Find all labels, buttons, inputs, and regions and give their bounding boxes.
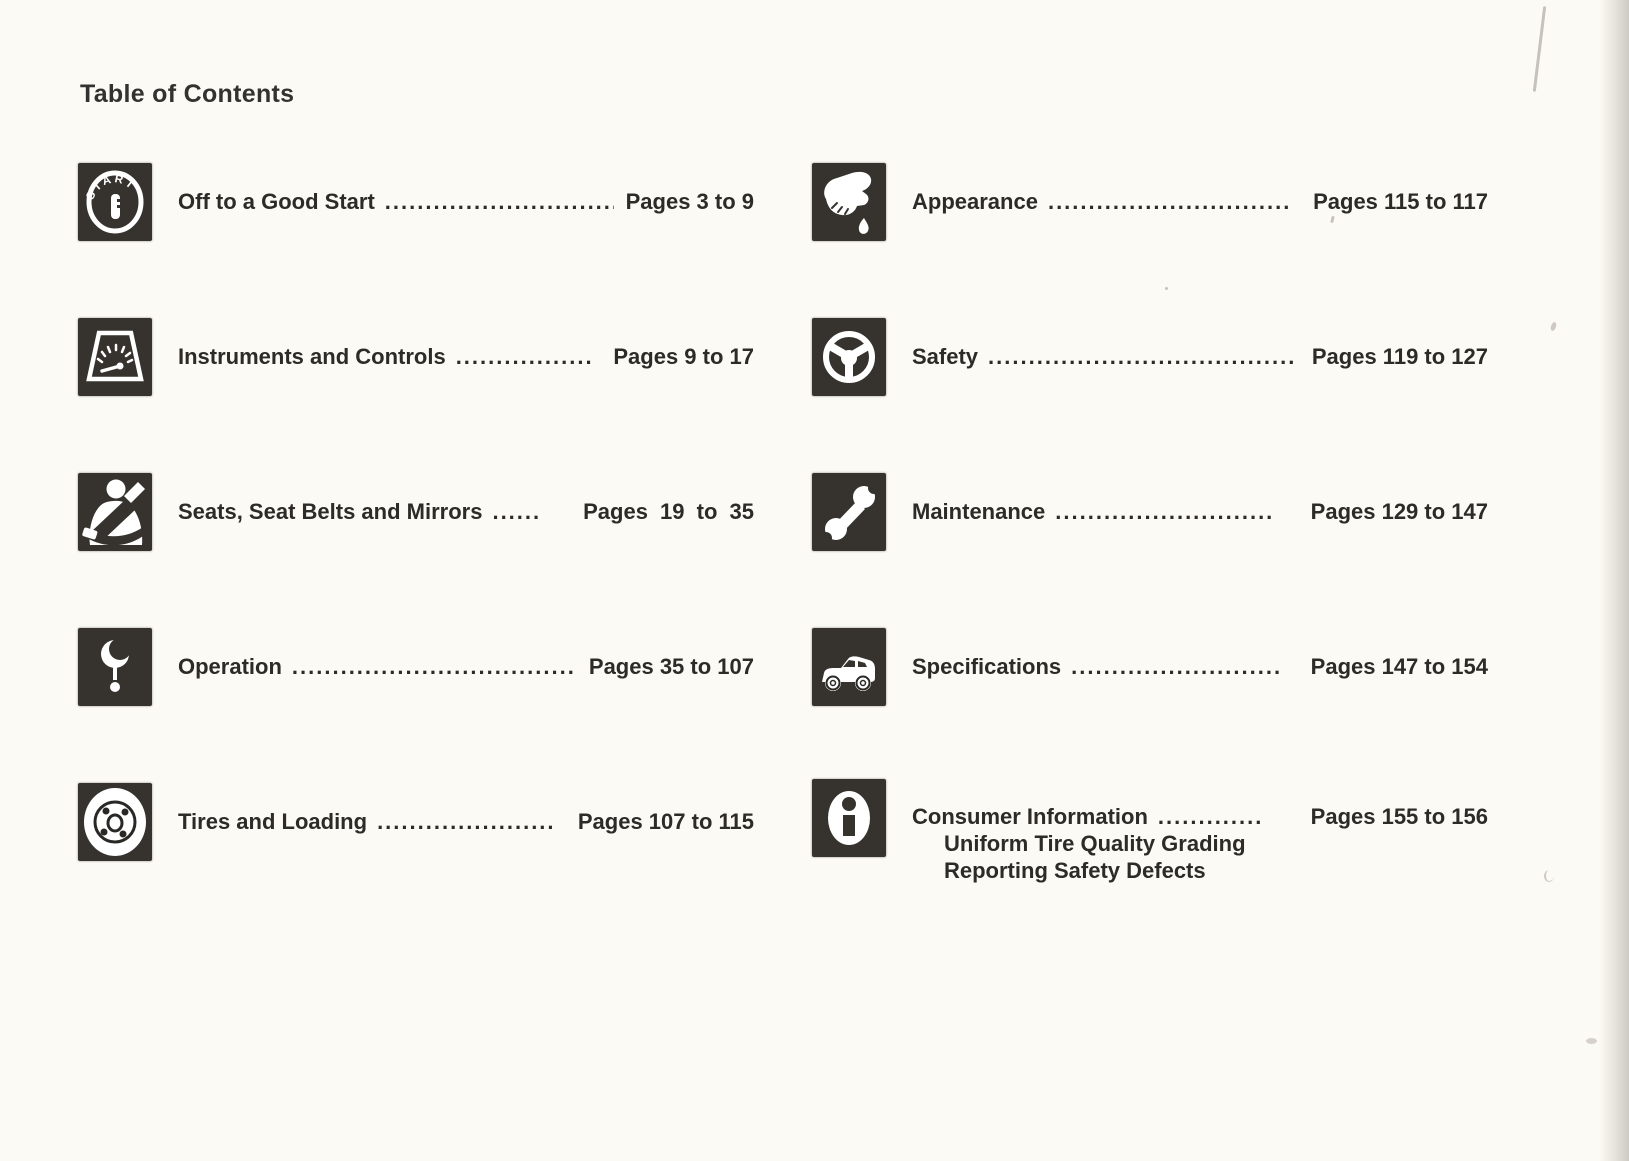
toc-entry-label: Appearance <box>912 189 1038 214</box>
toc-entry: Tires and Loading ......................… <box>178 809 754 835</box>
car-icon <box>812 628 886 706</box>
toc-row-off-to-a-good-start: START Off to a Good Start ..............… <box>78 159 754 245</box>
instrument-gauge-icon <box>78 318 152 396</box>
dot-leader: ...... <box>492 499 542 524</box>
dot-leader: ........................... <box>1055 499 1275 524</box>
toc-entry-pages: Pages 155 to 156 <box>1310 804 1488 829</box>
scan-artifact <box>1549 321 1558 332</box>
toc-entry-label: Off to a Good Start <box>178 189 375 214</box>
toc-entry-pages: Pages 35 to 107 <box>588 654 754 679</box>
dot-leader: ............. <box>1157 804 1264 829</box>
scan-edge-shadow <box>1599 0 1629 1161</box>
toc-entry-label: Tires and Loading <box>178 809 368 834</box>
toc-row-specifications: Specifications .........................… <box>812 624 1488 710</box>
toc-entry-label: Seats, Seat Belts and Mirrors <box>178 499 483 524</box>
toc-row-seats-seat-belts-and-mirrors: Seats, Seat Belts and Mirrors ...... Pag… <box>78 469 754 555</box>
toc-entry-pages: Pages 129 to 147 <box>1310 499 1488 524</box>
toc-entry-pages: Pages 19 to 35 <box>583 499 754 524</box>
scan-artifact <box>1544 870 1554 882</box>
toc-entry-subline: Uniform Tire Quality Grading <box>944 831 1246 856</box>
toc-entry-label: Specifications <box>912 654 1062 679</box>
dot-leader: .............................. <box>384 189 614 214</box>
wrench-icon <box>812 473 886 551</box>
seat-belt-icon <box>78 473 152 551</box>
steering-wheel-icon <box>812 318 886 396</box>
dot-leader: ................. <box>455 344 594 369</box>
toc-entry-pages: Pages 9 to 17 <box>613 344 754 369</box>
gear-shift-knob-icon <box>78 628 152 706</box>
toc-entry: Off to a Good Start ....................… <box>178 189 754 215</box>
toc-entry-subline: Reporting Safety Defects <box>944 858 1206 883</box>
toc-row-appearance: Appearance .............................… <box>812 159 1488 245</box>
toc-entry: Operation ..............................… <box>178 654 754 680</box>
toc-entry-pages: Pages 147 to 154 <box>1310 654 1488 679</box>
toc-entry: Specifications .........................… <box>912 654 1488 680</box>
info-icon <box>812 779 886 857</box>
toc-row-safety: Safety .................................… <box>812 314 1488 400</box>
toc-entry-pages: Pages 115 to 117 <box>1313 189 1488 214</box>
toc-entry: Instruments and Controls ...............… <box>178 344 754 370</box>
tire-wheel-icon <box>78 783 152 861</box>
scan-artifact <box>1165 287 1168 290</box>
toc-row-maintenance: Maintenance ........................... … <box>812 469 1488 555</box>
toc-entry-label: Operation <box>178 654 282 679</box>
toc-entry: Appearance .............................… <box>912 189 1488 215</box>
dot-leader: .................................... <box>291 654 577 679</box>
dot-leader: .......................... <box>1071 654 1283 679</box>
dot-leader: ...................................... <box>988 344 1297 369</box>
dot-leader: .............................. <box>1047 189 1292 214</box>
toc-entry: Maintenance ........................... … <box>912 499 1488 525</box>
toc-entry-label: Instruments and Controls <box>178 344 446 369</box>
toc-entry: Safety .................................… <box>912 344 1488 370</box>
toc-entry-pages: Pages 3 to 9 <box>625 189 754 214</box>
toc-row-tires-and-loading: Tires and Loading ......................… <box>78 779 754 865</box>
toc-entry-label: Maintenance <box>912 499 1046 524</box>
toc-row-operation: Operation ..............................… <box>78 624 754 710</box>
toc-row-consumer-information: Consumer Information ............. Pages… <box>812 779 1488 883</box>
toc-entry-pages: Pages 119 to 127 <box>1311 344 1488 369</box>
toc-entry: Consumer Information ............. Pages… <box>912 804 1488 884</box>
dot-leader: ...................... <box>377 809 556 834</box>
scan-artifact <box>1586 1038 1597 1044</box>
ignition-start-icon: START <box>78 163 152 241</box>
page-title: Table of Contents <box>80 80 295 108</box>
toc-row-instruments-and-controls: Instruments and Controls ...............… <box>78 314 754 400</box>
hand-cloth-icon <box>812 163 886 241</box>
toc-entry: Seats, Seat Belts and Mirrors ...... Pag… <box>178 499 754 525</box>
toc-entry-line: Consumer Information ............. Pages… <box>912 804 1488 830</box>
scan-artifact <box>1532 6 1547 92</box>
toc-entry-label: Safety <box>912 344 979 369</box>
toc-entry-label: Consumer Information <box>912 804 1148 829</box>
toc-entry-pages: Pages 107 to 115 <box>577 809 754 834</box>
